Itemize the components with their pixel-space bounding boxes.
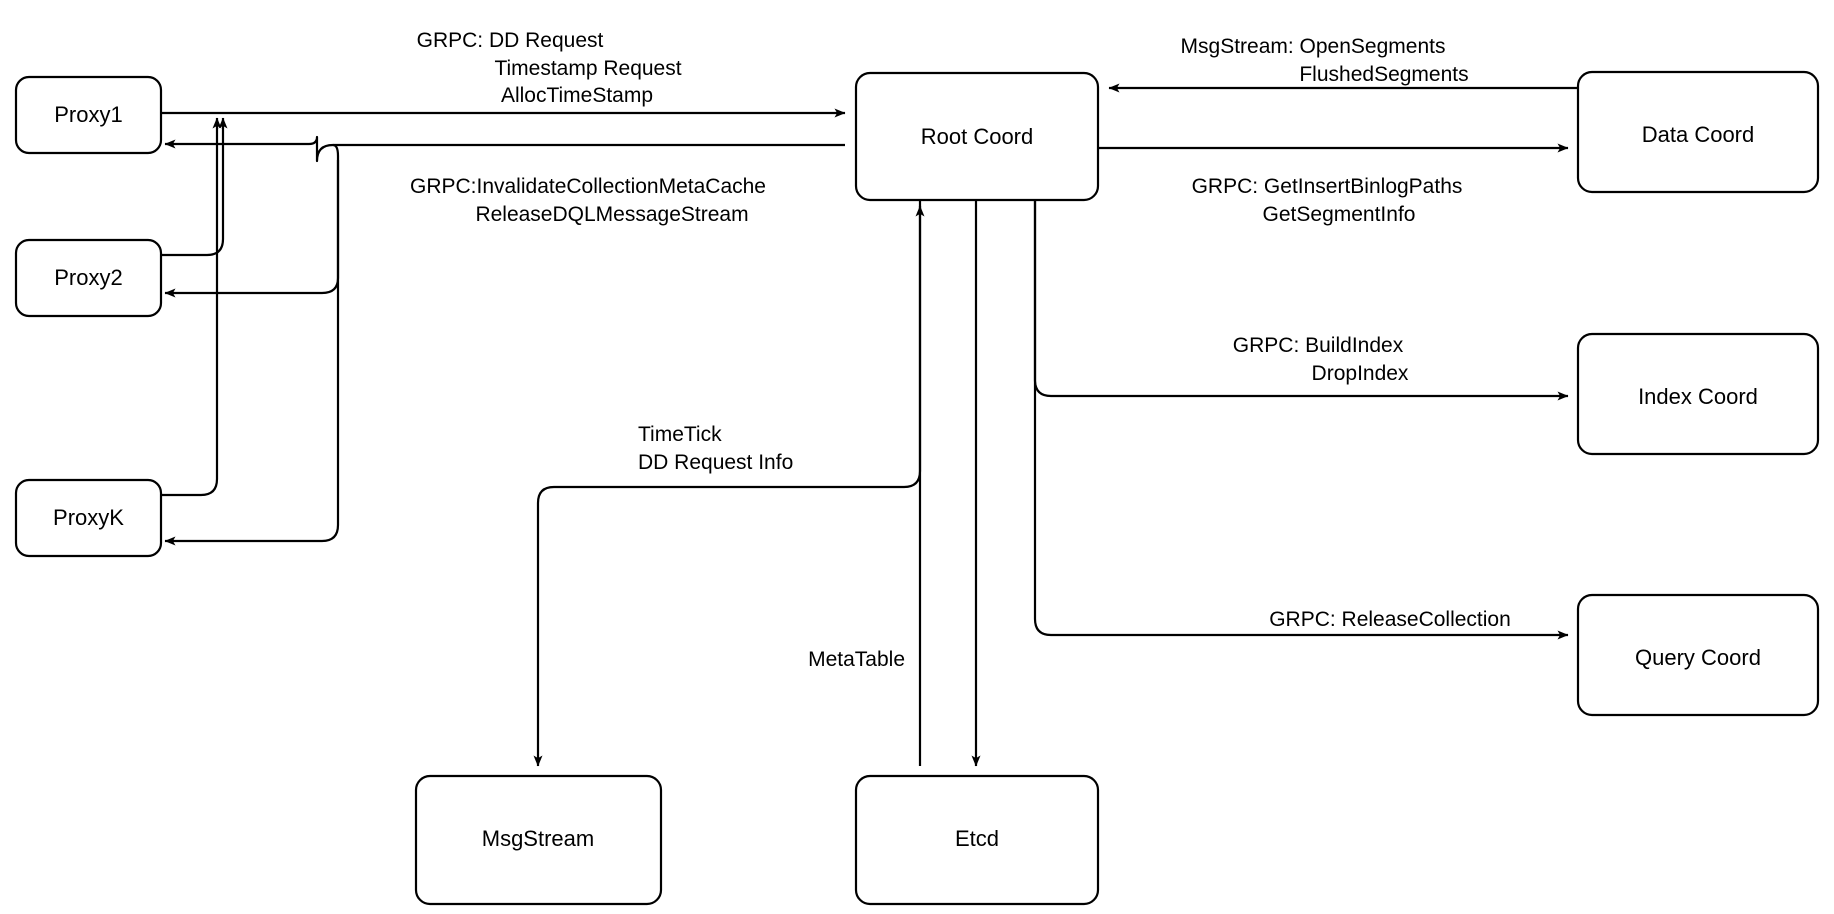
index-coord-box[interactable]	[1576, 332, 1820, 456]
label-rootcoord-to-datacoord: GRPC: GetInsertBinlogPaths GetSegmentInf…	[1192, 175, 1463, 226]
proxy1-label: Proxy1	[54, 102, 122, 127]
proxy1-box[interactable]	[14, 75, 163, 155]
etcd-label: Etcd	[955, 826, 999, 851]
node-msgstream[interactable]: MsgStream	[414, 774, 663, 906]
label-rootcoord-to-datacoord-line1: GRPC: GetInsertBinlogPaths	[1192, 175, 1463, 198]
node-root-coord[interactable]: Root Coord	[854, 71, 1100, 202]
label-datacoord-to-rootcoord-line1: MsgStream: OpenSegments	[1181, 35, 1446, 58]
proxy2-label: Proxy2	[54, 265, 122, 290]
edge-label-layer: GRPC: DD Request Timestamp Request Alloc…	[410, 29, 1511, 671]
label-rootcoord-to-querycoord: GRPC: ReleaseCollection	[1269, 608, 1511, 631]
node-proxy2[interactable]: Proxy2	[14, 238, 163, 318]
edge-rootcoord-to-querycoord	[1033, 200, 1569, 640]
etcd-box[interactable]	[854, 774, 1100, 906]
edge-rootcoord-to-proxyk	[164, 160, 340, 546]
proxyk-label: ProxyK	[53, 505, 124, 530]
node-data-coord[interactable]: Data Coord	[1576, 70, 1820, 194]
label-proxy-to-rootcoord-line2: Timestamp Request	[494, 57, 681, 80]
edge-rootcoord-to-proxy1	[164, 135, 845, 163]
label-rootcoord-to-proxy-line2: ReleaseDQLMessageStream	[475, 203, 748, 226]
label-rootcoord-to-msgstream-line2: DD Request Info	[638, 451, 793, 474]
label-rootcoord-to-indexcoord-line2: DropIndex	[1312, 362, 1409, 385]
label-rootcoord-to-querycoord-line1: GRPC: ReleaseCollection	[1269, 608, 1511, 631]
msgstream-label: MsgStream	[482, 826, 594, 851]
edge-rootcoord-to-indexcoord	[1033, 200, 1569, 401]
node-etcd[interactable]: Etcd	[854, 774, 1100, 906]
label-rootcoord-to-msgstream-line1: TimeTick	[638, 423, 722, 446]
node-proxy1[interactable]: Proxy1	[14, 75, 163, 155]
label-rootcoord-to-indexcoord: GRPC: BuildIndex DropIndex	[1233, 334, 1409, 385]
label-datacoord-to-rootcoord: MsgStream: OpenSegments FlushedSegments	[1181, 35, 1469, 86]
proxyk-box[interactable]	[14, 478, 163, 558]
label-datacoord-to-rootcoord-line2: FlushedSegments	[1299, 63, 1468, 86]
data-coord-label: Data Coord	[1642, 122, 1755, 147]
label-rootcoord-to-proxy-line1: GRPC:InvalidateCollectionMetaCache	[410, 175, 766, 198]
label-proxy-to-rootcoord-line1: GRPC: DD Request	[417, 29, 604, 52]
data-coord-box[interactable]	[1576, 70, 1820, 194]
proxy2-box[interactable]	[14, 238, 163, 318]
label-rootcoord-to-etcd: MetaTable	[808, 648, 905, 671]
index-coord-label: Index Coord	[1638, 384, 1758, 409]
label-rootcoord-to-msgstream: TimeTick DD Request Info	[638, 423, 793, 474]
edge-layer	[161, 83, 1578, 767]
node-query-coord[interactable]: Query Coord	[1576, 593, 1820, 717]
node-index-coord[interactable]: Index Coord	[1576, 332, 1820, 456]
label-proxy-to-rootcoord-line3: AllocTimeStamp	[501, 84, 653, 107]
node-proxyk[interactable]: ProxyK	[14, 478, 163, 558]
msgstream-box[interactable]	[414, 774, 663, 906]
edge-proxy2-to-rootcoord	[161, 117, 228, 257]
label-rootcoord-to-indexcoord-line1: GRPC: BuildIndex	[1233, 334, 1404, 357]
query-coord-label: Query Coord	[1635, 645, 1761, 670]
node-layer: Proxy1 Proxy2 ProxyK Root Coord Data Coo…	[14, 70, 1820, 906]
label-rootcoord-to-etcd-line1: MetaTable	[808, 648, 905, 671]
query-coord-box[interactable]	[1576, 593, 1820, 717]
edge-rootcoord-to-proxy2	[164, 143, 340, 298]
label-rootcoord-to-proxy: GRPC:InvalidateCollectionMetaCache Relea…	[410, 175, 766, 226]
label-rootcoord-to-datacoord-line2: GetSegmentInfo	[1263, 203, 1416, 226]
edge-rootcoord-to-msgstream	[533, 200, 922, 767]
label-proxy-to-rootcoord: GRPC: DD Request Timestamp Request Alloc…	[417, 29, 682, 107]
edge-proxyk-to-rootcoord	[161, 117, 222, 497]
root-coord-box[interactable]	[854, 71, 1100, 202]
root-coord-label: Root Coord	[921, 124, 1034, 149]
